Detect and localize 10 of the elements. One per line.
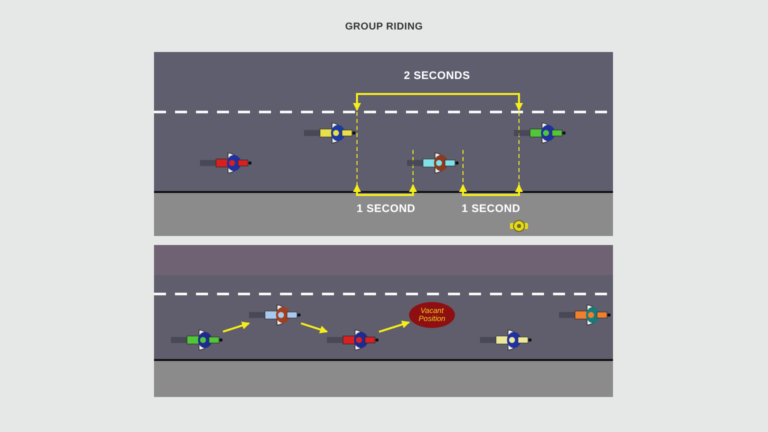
title: GROUP RIDING — [345, 22, 423, 32]
time-gap-label: 1 SECOND — [462, 203, 520, 215]
motorcycle-drawing — [171, 328, 223, 352]
time-gap-label: 2 SECONDS — [404, 70, 470, 82]
arrow — [378, 320, 410, 333]
arrow — [222, 322, 250, 333]
arrow — [300, 322, 328, 334]
motorcycle-drawing — [327, 328, 379, 352]
motorcycle-drawing — [249, 303, 301, 327]
time-gap-label: 1 SECOND — [356, 203, 416, 215]
